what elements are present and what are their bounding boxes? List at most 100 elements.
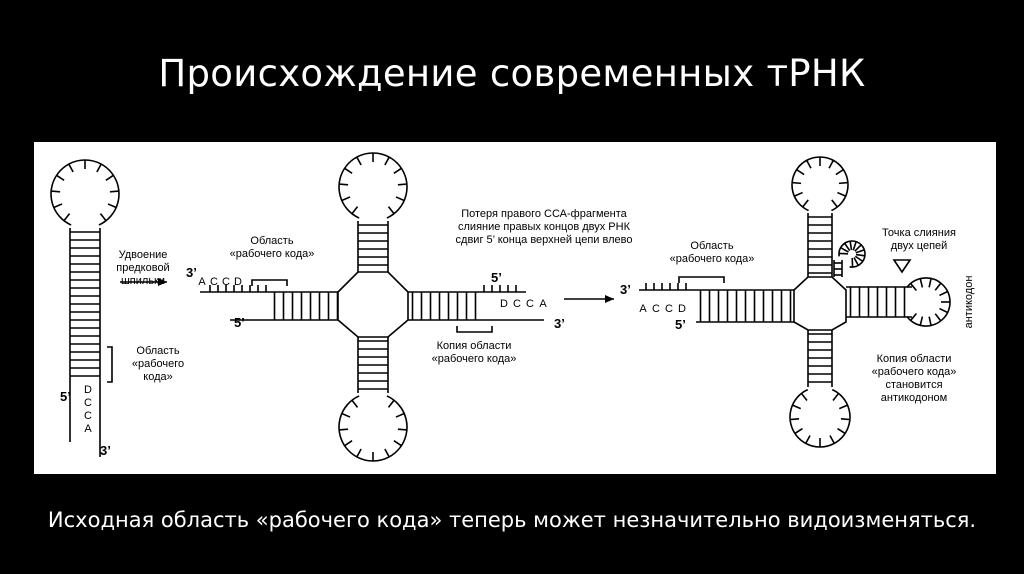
p2-top-loop-tick	[352, 207, 358, 214]
panel3-left-tail: C	[652, 303, 660, 315]
p2-top-loop-tick	[394, 168, 402, 173]
p2-bottom-loop-tick	[345, 441, 353, 446]
p2-top-loop-tick	[385, 157, 389, 165]
panel3-copy-label: становится	[885, 379, 942, 391]
p2-bottom-loop-tick	[352, 400, 358, 407]
panel2-left-3: 3’	[186, 265, 197, 280]
arrow1-label: шпильки	[121, 275, 165, 287]
p3-var-loop-tick	[853, 242, 856, 251]
panel1-end5: 5’	[60, 389, 71, 404]
panel3-region-label: «рабочего кода»	[670, 253, 755, 265]
p2-top-loop-tick	[357, 157, 361, 165]
panel2-right-tail: C	[526, 298, 534, 310]
p2-top-loop-tick	[396, 197, 404, 201]
slide-caption: Исходная область «рабочего кода» теперь …	[0, 508, 1024, 532]
hairpin-loop-tick	[97, 164, 101, 172]
panel1-region-label: кода»	[143, 371, 172, 383]
p3-top-loop-tick	[792, 183, 801, 184]
p3-anticodon-loop-tick	[935, 283, 941, 290]
panel1-region-label: Область	[136, 345, 179, 357]
trna-origin-diagram: 5’3’DCCAОбласть«рабочегокода»Удвоениепре…	[34, 142, 996, 474]
panel2-right-5: 5’	[491, 270, 502, 285]
panel2-left-tail: C	[222, 276, 230, 288]
panel3-copy-label: Копия области	[877, 353, 952, 365]
p3-top-loop-tick	[829, 160, 833, 168]
p2-bottom-loop-tick	[396, 413, 404, 417]
arrow1-label: Удвоение	[119, 249, 168, 261]
p3-anticodon-loop-tick	[929, 279, 931, 288]
p2-bottom-loop-tick	[398, 429, 407, 430]
panel3-fusion-label: Точка слияния	[882, 227, 956, 239]
p3-top-loop-tick	[794, 193, 802, 197]
hairpin-loop-tick	[54, 204, 62, 208]
hairpin-loop-tick	[57, 175, 65, 180]
hairpin-loop-tick	[106, 175, 114, 180]
hairpin-loop	[51, 160, 119, 225]
panel1-region-bracket	[107, 347, 112, 382]
hairpin-loop-tick	[69, 164, 73, 172]
p2-bottom-loop	[339, 396, 407, 461]
p3-bottom-loop-tick	[792, 405, 800, 409]
p3-bottom-loop-tick	[790, 419, 799, 420]
panel1-tail-base: A	[84, 423, 92, 435]
p3-top-loop-tick	[832, 200, 838, 207]
p3-region-bracket	[679, 277, 724, 283]
panel2-right-tail: C	[513, 298, 521, 310]
hairpin-loop-tick	[64, 214, 70, 221]
arrow1-label: предковой	[116, 262, 169, 274]
p3-anticodon-loop-tick	[929, 317, 931, 326]
panel2-left-tail: C	[210, 276, 218, 288]
p3-bottom-loop-tick	[833, 393, 839, 400]
panel3-left-tail: C	[665, 303, 673, 315]
p3-top-loop-tick	[797, 170, 805, 175]
panel1-region-label: «рабочего	[132, 358, 184, 370]
p3-top-loop-tick	[807, 160, 811, 168]
p2-junction	[338, 272, 408, 337]
panel2-right-3: 3’	[554, 316, 565, 331]
panel2-region-label: «рабочего кода»	[230, 248, 315, 260]
panel1-end3: 3’	[100, 443, 111, 458]
arrow2-label: Потеря правого ССА-фрагмента	[461, 208, 627, 220]
p3-top-loop-tick	[839, 183, 848, 184]
p2-bottom-loop-tick	[394, 441, 402, 446]
p3-bottom-loop-tick	[830, 435, 834, 443]
p2-top-loop-tick	[345, 168, 353, 173]
p3-bottom-loop-tick	[801, 393, 807, 400]
arrow2-label: слияние правых концов двух РНК	[458, 221, 631, 233]
panel3-copy-label: антикодоном	[881, 392, 947, 404]
p3-top-loop-tick	[803, 200, 809, 207]
p3-anticodon-loop-tick	[935, 314, 941, 321]
p2-top-loop-tick	[342, 197, 350, 201]
panel3-region-label: Область	[690, 240, 733, 252]
p2-copy-bracket	[457, 326, 492, 332]
panel1-tail-base: C	[84, 397, 92, 409]
panel2-copy-label: «рабочего кода»	[432, 353, 517, 365]
p2-top-loop-tick	[339, 184, 348, 185]
arrow2-head	[605, 295, 614, 303]
panel3-copy-label: «рабочего кода»	[872, 366, 957, 378]
panel3-left-5: 5’	[675, 317, 686, 332]
p2-top-loop-tick	[388, 207, 394, 214]
arrow2-label: сдвиг 5’ конца верхней цепи влево	[456, 234, 633, 246]
panel3-left-tail: A	[639, 303, 647, 315]
slide-title: Происхождение современных тРНК	[0, 52, 1024, 95]
p3-var-loop-tick	[855, 245, 861, 251]
p3-junction	[794, 277, 846, 330]
p2-bottom-loop-tick	[388, 400, 394, 407]
p2-top-loop-tick	[398, 184, 407, 185]
panel3-left-tail: D	[678, 303, 686, 315]
p3-anticodon-loop-tick	[939, 291, 947, 295]
hairpin-loop-tick	[51, 191, 60, 192]
panel2-region-label: Область	[250, 235, 293, 247]
p3-top-loop-tick	[836, 170, 844, 175]
panel3-left-3: 3’	[620, 282, 631, 297]
p3-fusion-marker	[894, 260, 910, 272]
p3-bottom-loop-tick	[838, 429, 846, 434]
panel3-anticodon-label: антикодон	[963, 276, 975, 329]
panel2-left-tail: D	[234, 276, 242, 288]
panel2-copy-label: Копия области	[437, 340, 512, 352]
p2-top-loop	[339, 153, 407, 218]
p3-anticodon-loop-tick	[920, 279, 922, 288]
p2-bottom-loop-tick	[357, 449, 361, 457]
p3-bottom-loop-tick	[795, 429, 803, 434]
